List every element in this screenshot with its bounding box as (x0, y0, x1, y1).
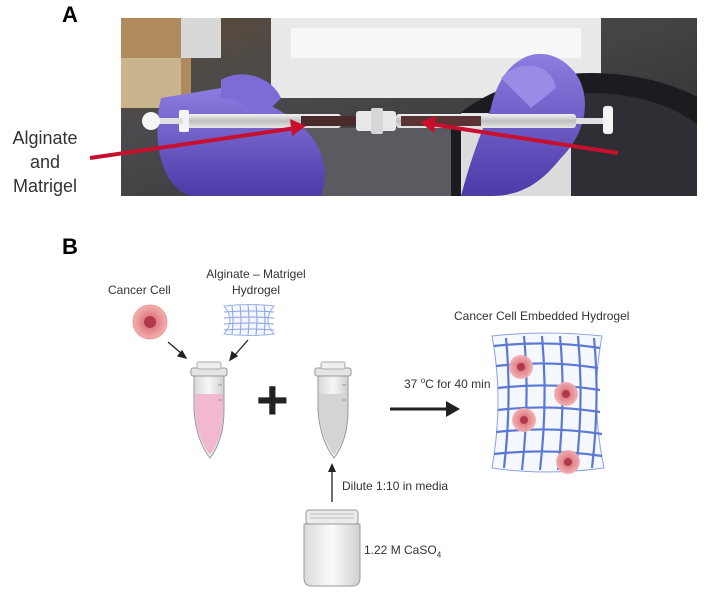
label-hydrogel-line2: Hydrogel (231, 283, 281, 297)
embedded-hydrogel-icon (491, 332, 605, 474)
condition-prefix: 37 (404, 377, 421, 391)
jar-label-subscript: 4 (436, 550, 442, 560)
label-caso4-subscript: 4 (677, 151, 684, 166)
panel-b-letter: B (62, 234, 78, 259)
cancer-cell-icon (132, 304, 168, 340)
plus-sign: + (256, 368, 289, 431)
panel-a-arrows (89, 116, 619, 160)
panel-b-illustration (132, 304, 605, 587)
process-arrow (390, 401, 460, 417)
label-caso4-text: CaSO (628, 142, 678, 162)
clear-tube-icon (314, 361, 352, 459)
jar-label-text: 1.22 M CaSO (364, 543, 437, 557)
arrow-caso4 (429, 122, 619, 155)
condition-degree: o (420, 376, 426, 385)
arrow-caso4-head (420, 116, 436, 133)
panel-a-letter: A (62, 2, 78, 27)
caso4-jar-icon (303, 509, 361, 587)
syringe-photo (121, 18, 697, 196)
label-alginate-matrigel: Alginate and Matrigel (4, 126, 86, 198)
arrow-alginate-head (290, 119, 306, 136)
label-alginate-line3: Matrigel (12, 176, 78, 196)
label-jar: 1.22 M CaSO4 (364, 543, 441, 559)
condition-suffix: C for 40 min (425, 377, 491, 391)
label-condition: 37 oC for 40 min (404, 376, 491, 391)
pink-tube-icon (190, 361, 228, 459)
label-alginate-line2: and (29, 152, 61, 172)
inflow-arrows (167, 339, 249, 362)
embedded-cancer-cells (509, 355, 580, 474)
hydrogel-mesh-icon (223, 304, 275, 336)
label-alginate-matrigel-hydrogel: Alginate – Matrigel Hydrogel (196, 266, 316, 298)
label-cancer-cell: Cancer Cell (108, 283, 171, 297)
arrow-alginate (89, 126, 297, 160)
label-dilute: Dilute 1:10 in media (342, 479, 449, 493)
label-hydrogel-line1: Alginate – Matrigel (206, 267, 306, 281)
label-caso4: CaSO4 (628, 142, 684, 166)
label-alginate-line1: Alginate (12, 128, 78, 148)
label-result: Cancer Cell Embedded Hydrogel (454, 309, 630, 323)
syringe-photo-illustration (121, 18, 697, 196)
dilute-arrow (328, 463, 336, 502)
